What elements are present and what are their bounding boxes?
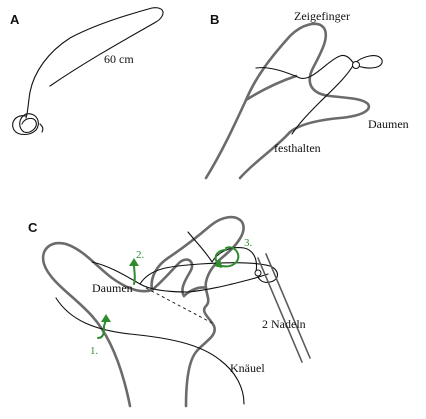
yarn-strand-upper	[91, 261, 269, 293]
dashed-guide	[145, 287, 215, 325]
needles-label: 2 Nadeln	[262, 317, 306, 331]
yarn-b	[255, 54, 383, 135]
step-2-label: 2.	[136, 249, 145, 261]
step-arrow-2	[133, 263, 136, 285]
hold-label: festhalten	[274, 141, 321, 155]
yarn-tail-a	[25, 7, 164, 119]
thumb-label-b: Daumen	[368, 117, 409, 131]
length-label: 60 cm	[104, 52, 134, 66]
needle-1	[257, 257, 303, 363]
finger-line-2	[182, 286, 208, 298]
knot-b	[352, 61, 360, 69]
panel-a-letter: A	[10, 12, 20, 27]
yarn-strand-loop	[139, 262, 279, 285]
step-3-label: 3.	[244, 237, 253, 249]
yarn-loop-a	[12, 113, 44, 136]
index-finger-label: Zeigefinger	[294, 9, 350, 23]
step-arrow-1	[97, 319, 107, 339]
needle-2	[265, 253, 311, 359]
hand-outline-c	[41, 215, 245, 408]
hand-crease-b	[244, 74, 298, 102]
step-1-label: 1.	[90, 345, 99, 357]
step-arrow-3	[214, 246, 240, 268]
thumb-label-c: Daumen	[92, 281, 133, 295]
panel-b-letter: B	[210, 12, 219, 27]
hand-outline-b	[204, 22, 371, 180]
yarn-strand-thumb	[55, 297, 245, 405]
finger-line-1	[150, 258, 194, 298]
panel-b: B Zeigefinger Daumen festhalten	[204, 9, 409, 180]
step-arrow-3-head	[214, 258, 222, 268]
panel-c: C 1. 2. 3. Daumen 2 Nadeln Knäuel	[28, 215, 311, 408]
step-arrow-1-head	[101, 314, 111, 322]
ball-label: Knäuel	[230, 361, 265, 375]
knot-c	[254, 269, 262, 277]
step-arrow-2-head	[129, 258, 139, 266]
panel-a: A 60 cm	[10, 7, 164, 136]
panel-c-letter: C	[28, 220, 38, 235]
